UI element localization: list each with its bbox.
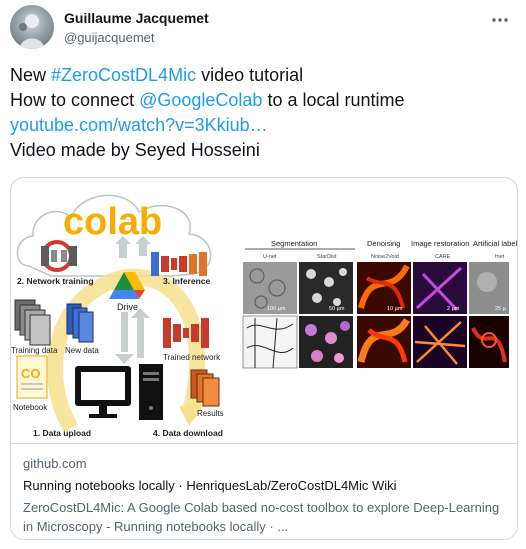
- notebook-icon-text: CO: [21, 366, 41, 381]
- link-preview-card[interactable]: colab Drive: [10, 177, 518, 540]
- notebook-icon: CO: [16, 355, 48, 399]
- tweet-text-segment: How to connect: [10, 90, 140, 110]
- network-training-label: 2. Network training: [17, 276, 94, 286]
- notebook-label: Notebook: [13, 403, 48, 412]
- data-download-label: 4. Data download: [153, 428, 223, 438]
- new-data-icon: [66, 303, 94, 343]
- tweet-line-4: Video made by Seyed Hosseini: [10, 140, 260, 160]
- trained-network-label: Trained network: [163, 353, 221, 362]
- card-title[interactable]: Running notebooks locally · HenriquesLab…: [23, 478, 397, 493]
- new-data-label: New data: [65, 346, 99, 355]
- computer-icon: [75, 366, 131, 418]
- tweet-line-2: How to connect @GoogleColab to a local r…: [10, 88, 515, 113]
- card-domain[interactable]: github.com: [23, 456, 87, 471]
- tweet-text: New #ZeroCostDL4Mic video tutorial How t…: [10, 63, 515, 163]
- scale-bar-1: 100 µm: [267, 306, 286, 312]
- colab-logo-text: colab: [63, 201, 162, 243]
- card-description[interactable]: ZeroCostDL4Mic: A Google Colab based no-…: [23, 500, 500, 534]
- microscopy-panels: Segmentation Denoising Image restoration…: [242, 239, 518, 369]
- image-restoration-header: Image restoration: [411, 239, 469, 248]
- data-upload-label: 1. Data upload: [33, 428, 91, 438]
- stardist-label: StarDist: [317, 254, 337, 260]
- scale-bar-4: 2 µm: [447, 306, 460, 312]
- inference-icon: [151, 252, 207, 276]
- card-meta[interactable]: github.com Running notebooks locally · H…: [23, 455, 503, 536]
- scale-bar-3: 10 µm: [387, 306, 403, 312]
- hashtag-link[interactable]: #ZeroCostDL4Mic: [51, 65, 197, 85]
- inference-label: 3. Inference: [163, 276, 211, 286]
- tweet-text-segment: video tutorial: [196, 65, 304, 85]
- author-info: Guillaume Jacquemet @guijacquemet: [64, 9, 209, 47]
- denoising-header: Denoising: [367, 239, 400, 248]
- scale-bar-5: 25 µ: [495, 306, 507, 312]
- results-label: Results: [197, 409, 224, 418]
- artificial-labelling-header: Artificial labelli: [473, 239, 518, 248]
- care-label: CARE: [435, 254, 451, 260]
- workflow-diagram: colab Drive: [11, 194, 224, 438]
- mention-link[interactable]: @GoogleColab: [139, 90, 263, 110]
- drive-icon: [109, 272, 145, 299]
- drive-label: Drive: [117, 302, 138, 312]
- youtube-link[interactable]: youtube.com/watch?v=3Kkiub…: [10, 115, 268, 135]
- scale-bar-2: 50 µm: [329, 306, 345, 312]
- card-image[interactable]: colab Drive: [11, 178, 518, 444]
- unet-label: U-net: [263, 254, 277, 260]
- computer-tower-icon: [139, 364, 163, 420]
- segmentation-header: Segmentation: [271, 239, 317, 248]
- noise2void-label: Noise2Void: [371, 254, 399, 260]
- tweet-text-segment: to a local runtime: [262, 90, 405, 110]
- results-icon: [190, 369, 220, 407]
- fnet-label: fnet: [495, 254, 505, 260]
- author-name[interactable]: Guillaume Jacquemet: [64, 10, 209, 26]
- more-options-icon[interactable]: [490, 10, 510, 30]
- network-training-icon: [41, 240, 77, 272]
- tweet-text-segment: New: [10, 65, 52, 85]
- training-data-icon: [14, 299, 51, 346]
- trained-network-icon: [163, 318, 209, 348]
- avatar[interactable]: [10, 5, 54, 49]
- author-handle[interactable]: @guijacquemet: [64, 30, 155, 45]
- tweet-line-1: New #ZeroCostDL4Mic video tutorial: [10, 63, 515, 88]
- training-data-label: Training data: [11, 346, 58, 355]
